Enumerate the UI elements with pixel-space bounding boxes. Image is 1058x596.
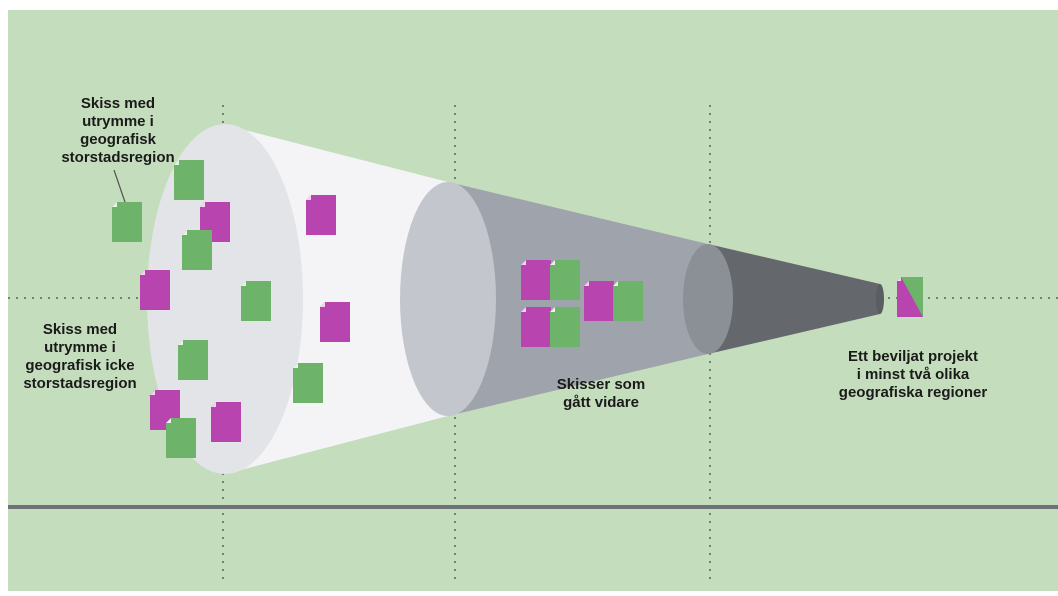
doc-magenta — [140, 270, 170, 310]
doc-magenta — [521, 260, 551, 300]
doc-magenta — [211, 402, 241, 442]
doc-green — [182, 230, 212, 270]
doc-green — [112, 202, 142, 242]
funnel-tip-cap — [876, 284, 884, 314]
baseline-bar — [8, 505, 1058, 509]
doc-green — [241, 281, 271, 321]
doc-magenta — [306, 195, 336, 235]
doc-green — [613, 281, 643, 321]
doc-magenta — [521, 307, 551, 347]
funnel-end-ring-2 — [683, 244, 733, 354]
funnel-end-ring-1 — [400, 182, 496, 416]
label-granted-project: Ett beviljat projekt i minst två olika g… — [838, 348, 988, 401]
doc-green — [178, 340, 208, 380]
funnel-mouth — [147, 124, 303, 474]
doc-green — [550, 307, 580, 347]
granted-doc — [897, 277, 923, 317]
label-non-metro-sketch: Skiss med utrymme i geografisk icke stor… — [23, 321, 137, 392]
doc-green — [166, 418, 196, 458]
doc-green — [293, 363, 323, 403]
doc-green — [550, 260, 580, 300]
label-advanced-sketches: Skisser som gått vidare — [556, 376, 646, 411]
pointer-metro — [113, 169, 127, 206]
doc-magenta — [584, 281, 614, 321]
doc-magenta — [320, 302, 350, 342]
label-metro-sketch: Skiss med utrymme i geografisk storstads… — [61, 95, 175, 166]
funnel-section-3 — [708, 244, 880, 354]
